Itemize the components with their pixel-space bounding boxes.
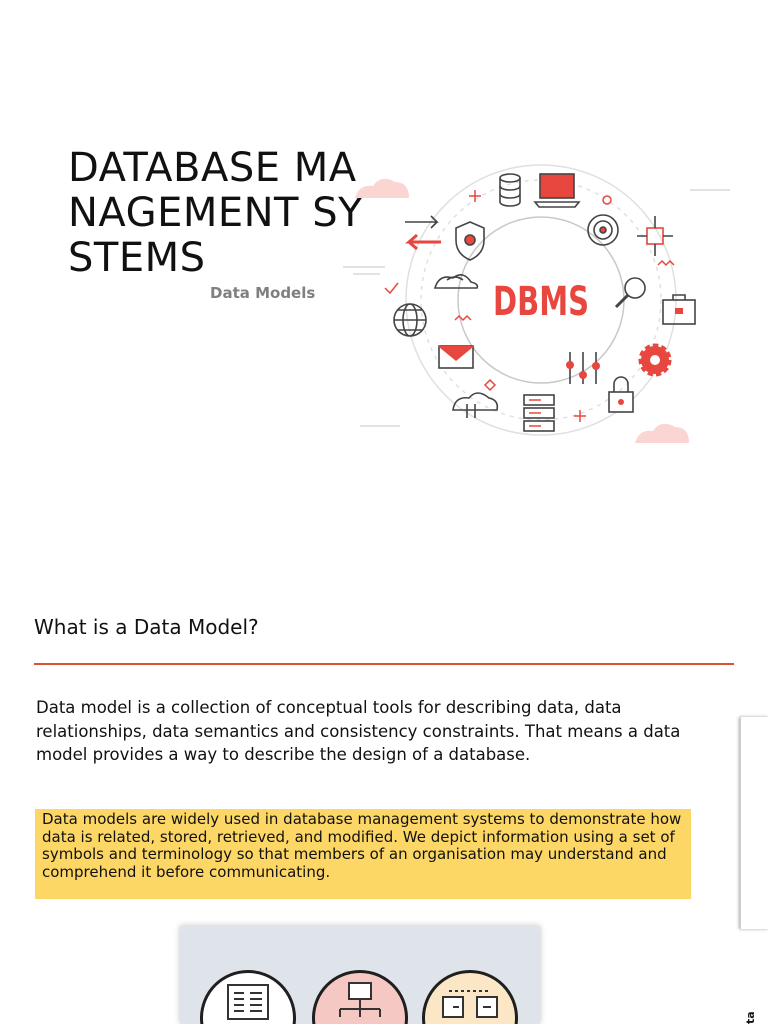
database-icon bbox=[499, 173, 521, 207]
highlight-note: Data models are widely used in database … bbox=[35, 809, 691, 899]
cloud-icons bbox=[355, 178, 689, 443]
gear-icon bbox=[638, 343, 672, 377]
server-icon bbox=[523, 394, 555, 432]
slide-title: DATABASE MANAGEMENT SYSTEMS bbox=[68, 145, 364, 281]
relational-model-circle bbox=[200, 970, 296, 1024]
network-model-circle bbox=[422, 970, 518, 1024]
heading-divider bbox=[34, 663, 734, 665]
side-label-text: ta bbox=[744, 1011, 757, 1024]
definition-paragraph: Data model is a collection of conceptual… bbox=[36, 698, 681, 764]
dbms-label: DBMS bbox=[493, 279, 589, 325]
data-model-diagram bbox=[180, 926, 540, 1024]
table-icon bbox=[227, 984, 269, 1020]
briefcase-icon bbox=[662, 294, 696, 325]
wifi-cloud-icon bbox=[433, 274, 479, 289]
shield-icon bbox=[455, 221, 485, 261]
cloud-icon bbox=[355, 178, 409, 198]
cloud-transfer-icon bbox=[452, 392, 499, 418]
lock-icon bbox=[608, 376, 634, 413]
transfer-arrows-icon bbox=[405, 215, 441, 251]
target-icon bbox=[587, 214, 619, 246]
mail-icon bbox=[438, 345, 474, 369]
cloud-icon bbox=[635, 423, 689, 443]
dash-lines bbox=[343, 189, 730, 427]
decorative-marks bbox=[384, 190, 675, 422]
laptop-icon bbox=[533, 173, 581, 208]
search-icon bbox=[614, 277, 646, 309]
hierarchy-icon bbox=[339, 982, 381, 1017]
title-slide: DATABASE MANAGEMENT SYSTEMS Data Models bbox=[68, 145, 730, 443]
middle-ring bbox=[420, 179, 662, 421]
note-text: Data models are widely used in database … bbox=[42, 810, 682, 881]
slide-subtitle: Data Models bbox=[210, 284, 316, 302]
dbms-illustration: DBMS bbox=[343, 164, 730, 443]
side-label: ta bbox=[742, 975, 764, 1024]
network-icon bbox=[442, 990, 498, 1018]
chip-icon bbox=[637, 216, 673, 256]
sliders-icon bbox=[566, 352, 600, 384]
hierarchical-model-circle bbox=[312, 970, 408, 1024]
globe-icon bbox=[393, 303, 427, 337]
section-heading: What is a Data Model? bbox=[34, 615, 259, 639]
side-card bbox=[740, 717, 768, 929]
